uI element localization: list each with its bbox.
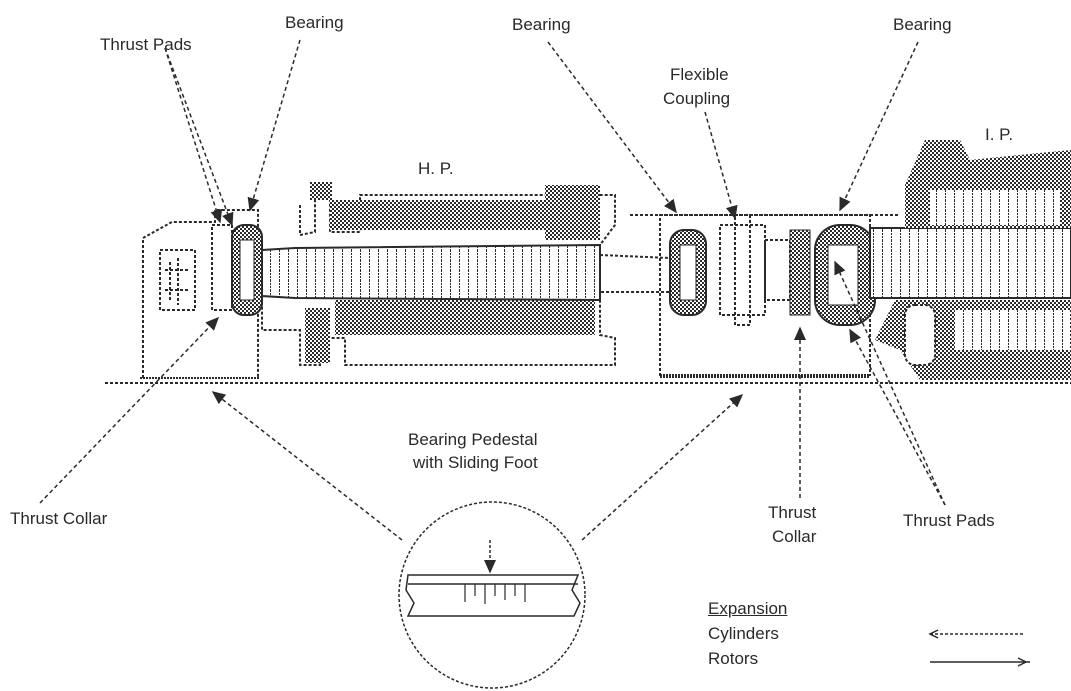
left-bearing <box>231 224 263 316</box>
leader-pedestal-right <box>581 393 744 541</box>
label-bearing-pedestal-line1: Bearing Pedestal <box>408 430 538 449</box>
label-bearing-right: Bearing <box>893 15 952 34</box>
thrust-collar-right <box>789 229 811 316</box>
leader-thrust-pads-left-b <box>164 47 234 227</box>
ground-line <box>105 374 1071 384</box>
flexible-coupling <box>719 214 791 326</box>
legend-item-cylinders: Cylinders <box>708 624 779 643</box>
leader-thrust-collar-left <box>39 316 220 504</box>
leader-lines <box>39 39 946 541</box>
label-thrust-pads-left: Thrust Pads <box>100 35 192 54</box>
leader-bearing-middle <box>547 41 677 214</box>
hp-casing <box>261 182 616 366</box>
label-flexible-coupling-line1: Flexible <box>670 65 729 84</box>
label-thrust-collar-right-line2: Collar <box>772 527 817 546</box>
leader-pedestal-left <box>211 391 403 541</box>
leader-thrust-pads-right-a <box>834 260 946 506</box>
leader-thrust-pads-right-b <box>849 328 946 506</box>
leader-bearing-left <box>247 39 301 212</box>
label-thrust-collar-right-line1: Thrust <box>768 503 817 522</box>
leader-flexible-coupling <box>704 111 738 220</box>
label-bearing-pedestal-line2: with Sliding Foot <box>413 453 538 472</box>
label-bearing-left: Bearing <box>285 13 344 32</box>
label-flexible-coupling-line2: Coupling <box>663 89 731 108</box>
label-bearing-middle: Bearing <box>512 15 571 34</box>
legend-lines <box>928 629 1030 667</box>
pedestal-detail-circle <box>398 501 586 689</box>
leader-thrust-pads-left-a <box>164 47 223 224</box>
ip-casing <box>869 140 1071 380</box>
legend-title: Expansion <box>708 599 788 618</box>
middle-bearing <box>669 229 707 316</box>
legend-item-rotors: Rotors <box>708 649 759 668</box>
legend-rotors-arrow-icon <box>1017 657 1028 667</box>
legend-cylinders-arrow-icon <box>928 629 939 639</box>
right-bearing <box>814 224 876 326</box>
label-hp: H. P. <box>418 159 454 178</box>
leader-bearing-right <box>839 41 919 212</box>
label-thrust-pads-right: Thrust Pads <box>903 511 995 530</box>
hp-rotor <box>261 243 671 302</box>
label-ip: I. P. <box>985 125 1014 144</box>
label-thrust-collar-left: Thrust Collar <box>10 509 108 528</box>
